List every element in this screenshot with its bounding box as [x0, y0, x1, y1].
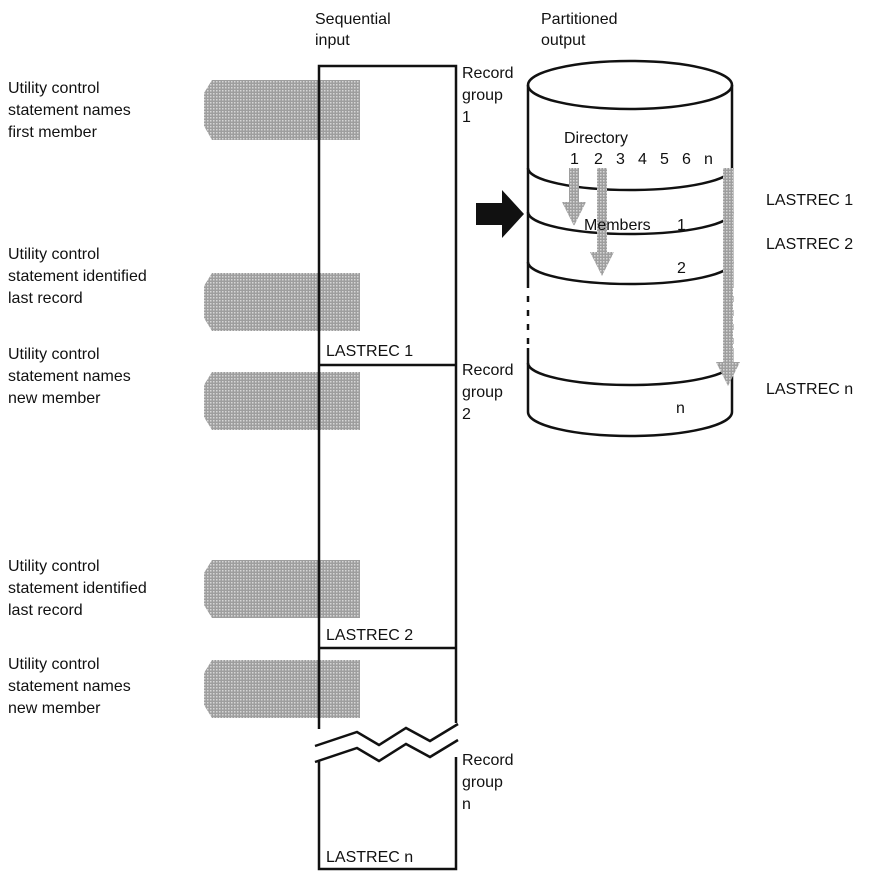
cylinder-dashed-sides — [528, 288, 732, 348]
member-number-2: 2 — [677, 260, 686, 277]
column-break — [315, 724, 458, 762]
control-statement-block-4 — [204, 560, 360, 618]
control-statement-block-3 — [204, 372, 360, 430]
member-number-1: 1 — [677, 217, 686, 234]
control-statement-block-2 — [204, 273, 360, 331]
column-marker-lastrec-2: LASTREC 2 — [326, 627, 413, 644]
directory-label: Directory — [564, 130, 628, 147]
sequential-input-column — [319, 66, 456, 869]
output-marker-lastrec-1: LASTREC 1 — [766, 192, 853, 209]
directory-number-5: 5 — [660, 151, 669, 168]
column-marker-lastrec-1: LASTREC 1 — [326, 343, 413, 360]
directory-number-4: 4 — [638, 151, 647, 168]
control-statement-block-5 — [204, 660, 360, 718]
column-marker-lastrec-n: LASTREC n — [326, 849, 413, 866]
output-marker-lastrec-2: LASTREC 2 — [766, 236, 853, 253]
directory-pointer-member-n-icon — [716, 168, 740, 386]
directory-pointer-member-1-icon — [562, 168, 586, 226]
directory-number-1: 1 — [570, 151, 579, 168]
directory-number-2: 2 — [594, 151, 603, 168]
directory-number-n: n — [704, 151, 713, 168]
members-label: Members — [584, 217, 651, 234]
transfer-arrow-icon — [476, 190, 524, 238]
directory-number-3: 3 — [616, 151, 625, 168]
directory-number-6: 6 — [682, 151, 691, 168]
directory-numbers: 1 2 3 4 5 6 n — [570, 151, 713, 168]
output-marker-lastrec-n: LASTREC n — [766, 381, 853, 398]
member-number-n: n — [676, 400, 685, 417]
partitioned-output-cylinder — [528, 61, 732, 436]
control-statement-block-1 — [204, 80, 360, 140]
